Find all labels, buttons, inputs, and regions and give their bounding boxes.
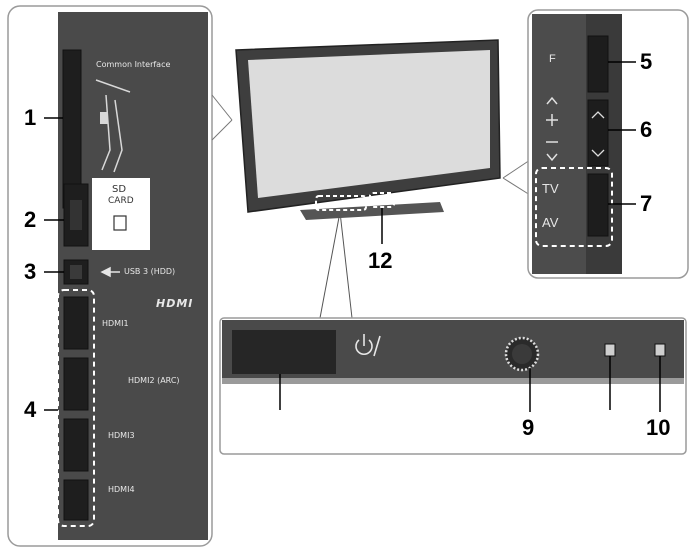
volume-up-icon xyxy=(591,111,605,119)
hdmi-label-2: HDMI2 (ARC) xyxy=(128,376,180,385)
usb-port-inner xyxy=(70,265,82,279)
hdmi-port-1 xyxy=(63,296,89,350)
tv-screen xyxy=(248,50,490,198)
callout-2: 2 xyxy=(24,207,37,232)
tv-control-highlight xyxy=(315,195,367,211)
sd-card-icon xyxy=(113,215,127,231)
zoom-line-left-a xyxy=(211,94,233,121)
hdmi-logo: HDMI xyxy=(156,297,194,310)
hdmi-port-2 xyxy=(63,357,89,411)
zoom-line-right-a xyxy=(502,159,531,179)
volume-down-icon xyxy=(591,149,605,157)
zoom-line-bottom-b xyxy=(339,211,353,319)
hdmi-port-3 xyxy=(63,418,89,472)
usb-label: USB 3 (HDD) xyxy=(124,267,176,276)
callout-7: 7 xyxy=(640,191,653,216)
callout-4: 4 xyxy=(24,397,37,422)
zoom-line-bottom-a xyxy=(319,211,341,319)
callout-9: 9 xyxy=(522,415,535,440)
callout-12: 12 xyxy=(368,248,393,273)
up-chevron-icon xyxy=(546,96,558,105)
tv-av-highlight xyxy=(535,167,613,247)
hdmi-label-1: HDMI1 xyxy=(102,319,129,328)
sd-slot-inner xyxy=(70,200,82,230)
ambient-sensor-inner xyxy=(512,344,532,364)
hdmi-highlight xyxy=(57,289,95,527)
power-icon xyxy=(355,334,381,357)
hdmi-ports xyxy=(63,296,89,521)
common-interface-label: Common Interface xyxy=(96,60,171,69)
right-panel-body xyxy=(532,14,586,274)
sd-card-label-line1: SD xyxy=(112,184,127,195)
hdmi-label-3: HDMI3 xyxy=(108,431,135,440)
tv-stand xyxy=(300,202,444,220)
sd-card-panel xyxy=(92,178,150,250)
down-chevron-icon xyxy=(546,153,558,162)
hdmi-label-4: HDMI4 xyxy=(108,485,135,494)
ci-card-chip xyxy=(100,112,108,124)
indicator-lamp-b xyxy=(654,343,666,357)
callout-1: 1 xyxy=(24,105,37,130)
callout-5: 5 xyxy=(640,49,653,74)
av-button-label: AV xyxy=(542,215,559,230)
tv-button-label: TV xyxy=(542,181,559,196)
callout-3: 3 xyxy=(24,259,37,284)
usb-icon xyxy=(100,266,120,278)
sd-card-label-line2: CARD xyxy=(108,196,134,206)
indicator-lamp-a xyxy=(604,343,616,357)
left-panel-body xyxy=(58,12,208,540)
plus-icon xyxy=(546,114,558,126)
ir-receiver-window xyxy=(232,330,336,374)
callout-10: 10 xyxy=(646,415,671,440)
tv-sensor-highlight xyxy=(369,192,395,208)
zoom-line-right-b xyxy=(502,177,531,196)
button-f xyxy=(587,35,609,93)
bottom-panel-edge xyxy=(222,378,684,384)
button-tv-av xyxy=(587,173,609,237)
hdmi-port-4 xyxy=(63,479,89,521)
zoom-line-left-b xyxy=(211,119,233,141)
f-button-label: F xyxy=(549,53,556,65)
callout-6: 6 xyxy=(640,117,653,142)
